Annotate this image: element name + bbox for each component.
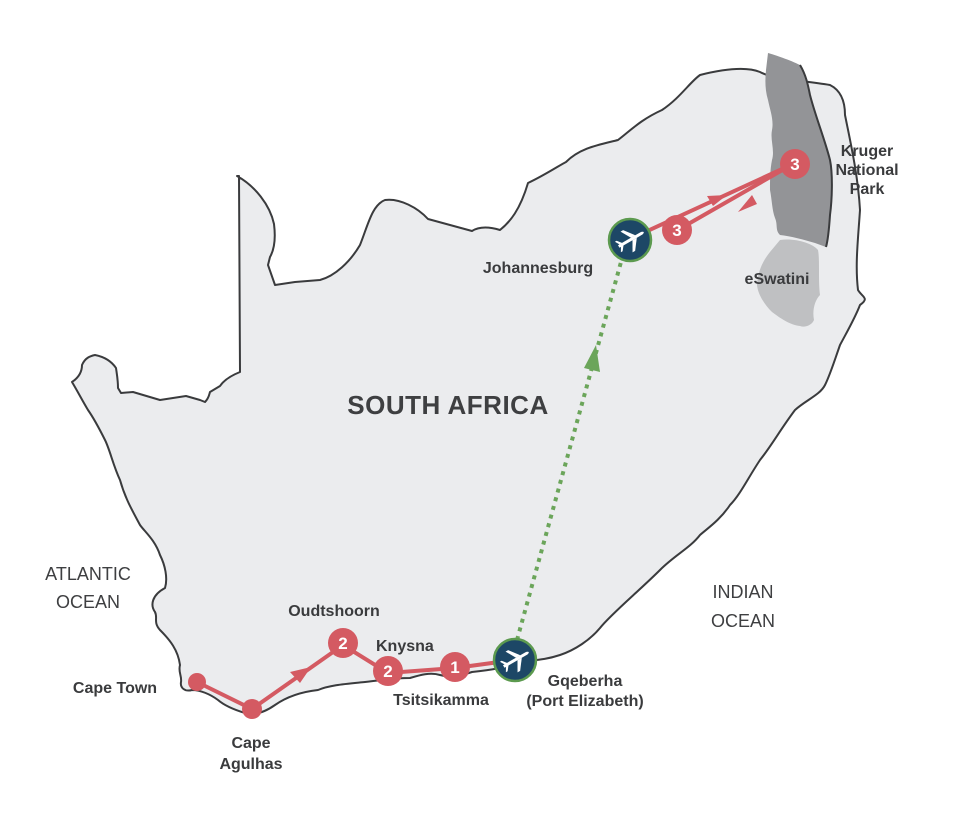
label-tsitsikamma: Tsitsikamma	[393, 692, 489, 709]
label-gqeberha-2: (Port Elizabeth)	[526, 693, 643, 710]
airplane-icon	[614, 230, 644, 253]
label-kruger-1: Kruger	[841, 143, 893, 160]
nights-badge: 2	[383, 662, 392, 681]
ocean-label-indian-2: OCEAN	[711, 611, 775, 631]
stop-johannesburg-nights[interactable]: 3	[662, 215, 692, 245]
label-cape-agulhas-1: Cape	[231, 735, 270, 752]
ocean-label-atlantic-1: ATLANTIC	[45, 564, 131, 584]
airport-johannesburg[interactable]	[607, 217, 653, 263]
stop-cape-agulhas[interactable]	[242, 699, 262, 719]
stop-cape-town[interactable]	[188, 673, 206, 691]
stop-oudtshoorn[interactable]: 2	[328, 628, 358, 658]
arrow-icon	[707, 195, 727, 206]
label-eswatini: eSwatini	[745, 271, 810, 288]
nights-badge: 2	[338, 634, 347, 653]
airplane-icon	[499, 650, 529, 673]
label-cape-town: Cape Town	[73, 680, 157, 697]
stop-knysna[interactable]: 2	[373, 656, 403, 686]
ocean-label-atlantic-2: OCEAN	[56, 592, 120, 612]
label-kruger-3: Park	[850, 181, 885, 198]
label-gqeberha-1: Gqeberha	[548, 673, 623, 690]
eswatini-region	[757, 239, 820, 327]
kruger-coast	[799, 64, 833, 248]
label-johannesburg: Johannesburg	[483, 260, 593, 277]
flight-direction-arrow-icon	[584, 345, 600, 372]
arrow-icon	[290, 667, 311, 683]
route-direction-arrows	[290, 195, 757, 683]
ocean-label-indian-1: INDIAN	[712, 582, 773, 602]
arrow-icon	[738, 195, 757, 212]
label-cape-agulhas-2: Agulhas	[219, 756, 282, 773]
nights-badge: 1	[450, 658, 459, 677]
label-oudtshoorn: Oudtshoorn	[288, 603, 380, 620]
airport-gqeberha[interactable]	[492, 637, 538, 683]
label-kruger-2: National	[835, 162, 898, 179]
flight-path	[515, 261, 623, 641]
stop-kruger[interactable]: 3	[780, 149, 810, 179]
nights-badge: 3	[672, 221, 681, 240]
label-knysna: Knysna	[376, 638, 434, 655]
stop-tsitsikamma[interactable]: 1	[440, 652, 470, 682]
nights-badge: 3	[790, 155, 799, 174]
country-label: SOUTH AFRICA	[347, 390, 548, 420]
